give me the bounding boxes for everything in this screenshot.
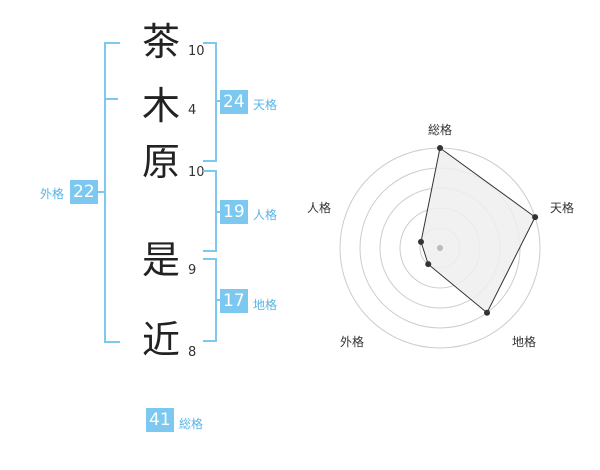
radar-label-tenkaku: 天格	[550, 200, 574, 215]
gaikaku-bracket	[104, 42, 120, 343]
radar-label-jinkaku: 人格	[307, 200, 331, 215]
radar-score-polygon	[420, 147, 536, 314]
stroke-count-1: 10	[188, 44, 205, 59]
name-char-1: 茶	[141, 20, 180, 64]
jinkaku-bracket-connector	[215, 211, 221, 213]
fortune-radar-chart: 総格 天格 地格 外格 人格	[307, 122, 574, 349]
gaikaku-label: 外格	[40, 187, 65, 201]
radar-center-dot	[437, 245, 443, 251]
chikaku-badge: 17	[220, 289, 248, 313]
chikaku-bracket-connector	[215, 299, 221, 301]
name-char-3: 原	[141, 140, 180, 184]
radar-points	[417, 145, 539, 316]
tenkaku-bracket-connector	[215, 100, 221, 102]
stroke-count-4: 9	[188, 263, 197, 278]
radar-label-soukaku: 総格	[428, 122, 452, 137]
name-char-4: 是	[141, 238, 180, 282]
radar-point-jinkaku	[417, 238, 424, 245]
gaikaku-bracket-tick	[104, 98, 118, 100]
tenkaku-label: 天格	[253, 98, 278, 112]
radar-label-gaikaku: 外格	[340, 334, 364, 349]
jinkaku-badge: 19	[220, 200, 248, 224]
radar-point-gaikaku	[425, 261, 432, 268]
stroke-count-5: 8	[188, 345, 197, 360]
tenkaku-badge: 24	[220, 90, 248, 114]
radar-point-soukaku	[437, 145, 443, 151]
radar-label-chikaku: 地格	[512, 334, 536, 349]
stroke-count-3: 10	[188, 165, 205, 180]
gaikaku-bracket-connector	[97, 191, 104, 193]
soukaku-badge: 41	[146, 408, 174, 432]
radar-point-chikaku	[484, 309, 491, 316]
name-char-2: 木	[141, 84, 180, 128]
name-char-5: 近	[141, 318, 180, 362]
jinkaku-label: 人格	[253, 208, 278, 222]
chikaku-label: 地格	[253, 298, 278, 312]
soukaku-label: 総格	[179, 417, 204, 431]
tenkaku-bracket	[203, 42, 217, 162]
gaikaku-badge: 22	[70, 180, 98, 204]
radar-point-tenkaku	[532, 214, 539, 221]
stroke-count-2: 4	[188, 103, 197, 118]
